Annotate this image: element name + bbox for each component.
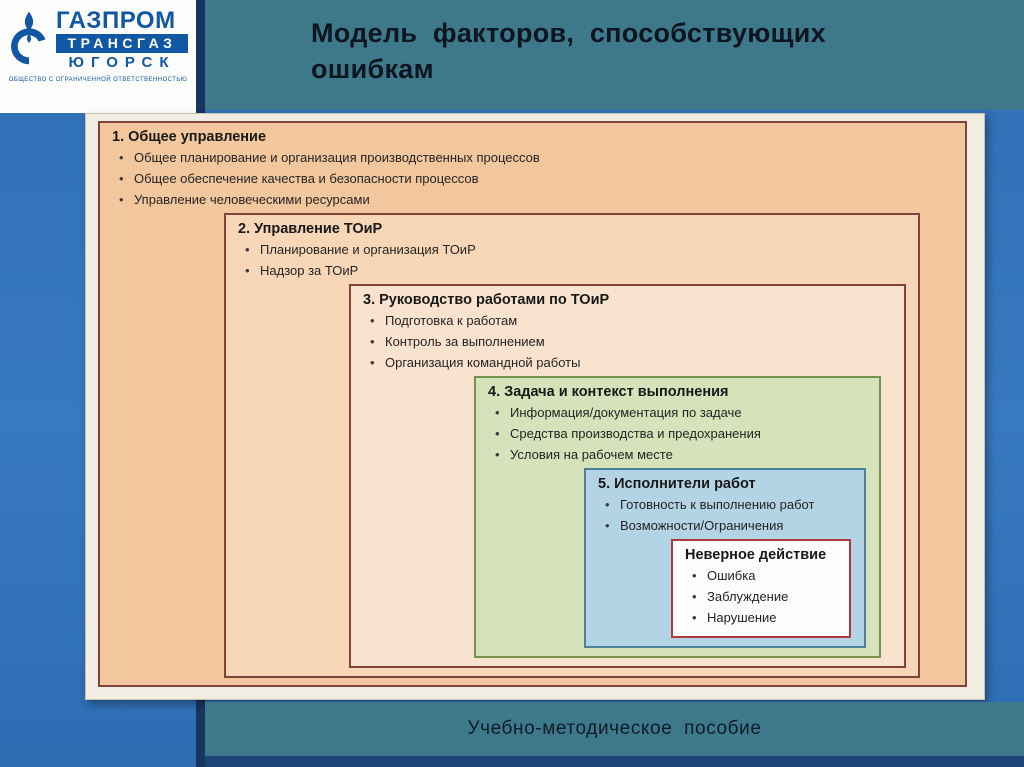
gazprom-logo: ГАЗПРОМ ТРАНСГАЗ ЮГОРСК ОБЩЕСТВО С ОГРАН… [0, 0, 196, 113]
list-item: Средства производства и предохранения [488, 423, 869, 444]
logo-line-transgaz: ТРАНСГАЗ [56, 34, 188, 53]
list-item: Надзор за ТОиР [238, 260, 908, 281]
box-3-title: 3. Руководство работами по ТОиР [363, 292, 610, 308]
box-2-title: 2. Управление ТОиР [238, 221, 383, 237]
box-1-title: 1. Общее управление [112, 129, 267, 145]
slide-title-line2: ошибкам [311, 54, 434, 84]
list-item: Готовность к выполнению работ [598, 494, 854, 515]
box-4-title: 4. Задача и контекст выполнения [488, 384, 729, 400]
list-item: Возможности/Ограничения [598, 515, 854, 536]
list-item: Планирование и организация ТОиР [238, 239, 908, 260]
box-4-task-context: 4. Задача и контекст выполнения Информац… [474, 376, 881, 658]
slide-title-line1: Модель факторов, способствующих [311, 18, 826, 48]
box-4-list: Информация/документация по задаче Средст… [488, 402, 869, 465]
logo-line-gazprom: ГАЗПРОМ [56, 7, 176, 34]
list-item: Управление человеческими ресурсами [112, 189, 955, 210]
gazprom-flame-icon [8, 9, 50, 72]
box-error-title: Неверное действие [685, 547, 827, 563]
list-item: Подготовка к работам [363, 310, 894, 331]
header-bar: Модель факторов, способствующих ошибкам [205, 0, 1024, 110]
box-error-action: Неверное действие Ошибка Заблуждение Нар… [671, 539, 851, 638]
bottom-edge-strip [205, 756, 1024, 767]
list-item: Нарушение [685, 607, 839, 628]
list-item: Условия на рабочем месте [488, 444, 869, 465]
box-error-list: Ошибка Заблуждение Нарушение [685, 565, 839, 628]
list-item: Общее планирование и организация произво… [112, 147, 955, 168]
box-5-list: Готовность к выполнению работ Возможност… [598, 494, 854, 536]
logo-wordmark: ГАЗПРОМ ТРАНСГАЗ ЮГОРСК [56, 8, 188, 73]
box-1-list: Общее планирование и организация произво… [112, 147, 955, 210]
box-1-general-management: 1. Общее управление Общее планирование и… [98, 121, 967, 687]
list-item: Организация командной работы [363, 352, 894, 373]
list-item: Ошибка [685, 565, 839, 586]
box-2-maintenance-management: 2. Управление ТОиР Планирование и органи… [224, 213, 920, 678]
footer-text: Учебно-методическое пособие [467, 718, 762, 739]
footer-bar: Учебно-методическое пособие [205, 702, 1024, 756]
logo-caption: ОБЩЕСТВО С ОГРАНИЧЕННОЙ ОТВЕТСТВЕННОСТЬЮ [8, 77, 188, 83]
list-item: Контроль за выполнением [363, 331, 894, 352]
box-5-title: 5. Исполнители работ [598, 476, 756, 492]
list-item: Информация/документация по задаче [488, 402, 869, 423]
box-3-list: Подготовка к работам Контроль за выполне… [363, 310, 894, 373]
list-item: Общее обеспечение качества и безопасност… [112, 168, 955, 189]
box-2-list: Планирование и организация ТОиР Надзор з… [238, 239, 908, 281]
slide-content: 1. Общее управление Общее планирование и… [85, 113, 985, 700]
slide-title: Модель факторов, способствующих ошибкам [311, 15, 1004, 87]
logo-line-yugorsk: ЮГОРСК [68, 54, 176, 71]
list-item: Заблуждение [685, 586, 839, 607]
box-3-work-supervision: 3. Руководство работами по ТОиР Подготов… [349, 284, 906, 668]
box-5-work-performers: 5. Исполнители работ Готовность к выполн… [584, 468, 866, 648]
